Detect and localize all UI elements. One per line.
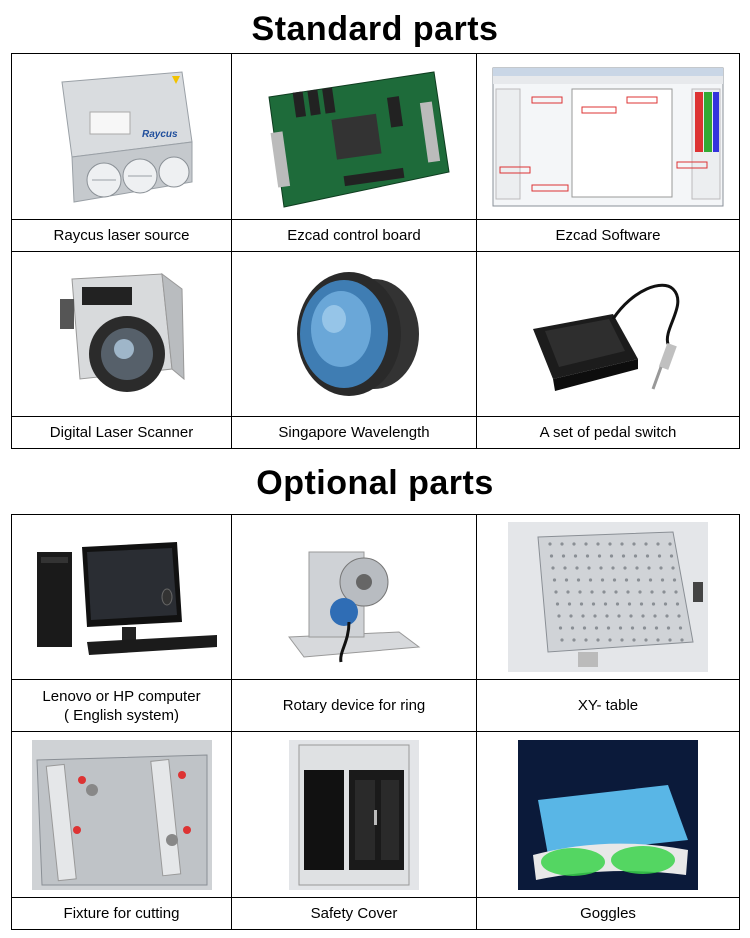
control-board-image xyxy=(231,53,477,220)
table-row: Digital Laser Scanner Singapore Waveleng… xyxy=(11,416,740,449)
caption-laser-source: Raycus laser source xyxy=(11,219,232,252)
brand-label: Raycus xyxy=(142,129,178,140)
table-row: Lenovo or HP computer ( English system) … xyxy=(11,679,740,732)
standard-parts-title: Standard parts xyxy=(251,10,499,48)
table-row: Raycus xyxy=(11,53,740,220)
caption-computer-line2: ( English system) xyxy=(63,706,180,724)
standard-parts-table: Raycus xyxy=(11,53,740,449)
caption-pedal-switch: A set of pedal switch xyxy=(476,416,740,449)
rotary-device-image xyxy=(231,514,477,680)
xy-table-image xyxy=(476,514,740,680)
laser-scanner-image xyxy=(11,251,232,417)
caption-fixture: Fixture for cutting xyxy=(11,897,232,930)
caption-xy-table: XY- table xyxy=(476,679,740,732)
goggles-image xyxy=(476,731,740,898)
caption-safety-cover: Safety Cover xyxy=(231,897,477,930)
table-row xyxy=(11,514,740,680)
lens-image xyxy=(231,251,477,417)
fixture-image xyxy=(11,731,232,898)
table-row xyxy=(11,251,740,417)
caption-rotary-device: Rotary device for ring xyxy=(231,679,477,732)
caption-software: Ezcad Software xyxy=(476,219,740,252)
caption-laser-scanner: Digital Laser Scanner xyxy=(11,416,232,449)
safety-cover-image xyxy=(231,731,477,898)
computer-image xyxy=(11,514,232,680)
optional-parts-table: Lenovo or HP computer ( English system) … xyxy=(11,514,740,930)
table-row xyxy=(11,731,740,898)
table-row: Raycus laser source Ezcad control board … xyxy=(11,219,740,252)
caption-goggles: Goggles xyxy=(476,897,740,930)
pedal-switch-image xyxy=(476,251,740,417)
table-row: Fixture for cutting Safety Cover Goggles xyxy=(11,897,740,930)
caption-computer-line1: Lenovo or HP computer xyxy=(42,687,201,705)
laser-source-image: Raycus xyxy=(11,53,232,220)
caption-computer: Lenovo or HP computer ( English system) xyxy=(11,679,232,732)
caption-lens: Singapore Wavelength xyxy=(231,416,477,449)
software-screenshot-image xyxy=(476,53,740,220)
caption-control-board: Ezcad control board xyxy=(231,219,477,252)
optional-parts-title: Optional parts xyxy=(256,464,494,502)
